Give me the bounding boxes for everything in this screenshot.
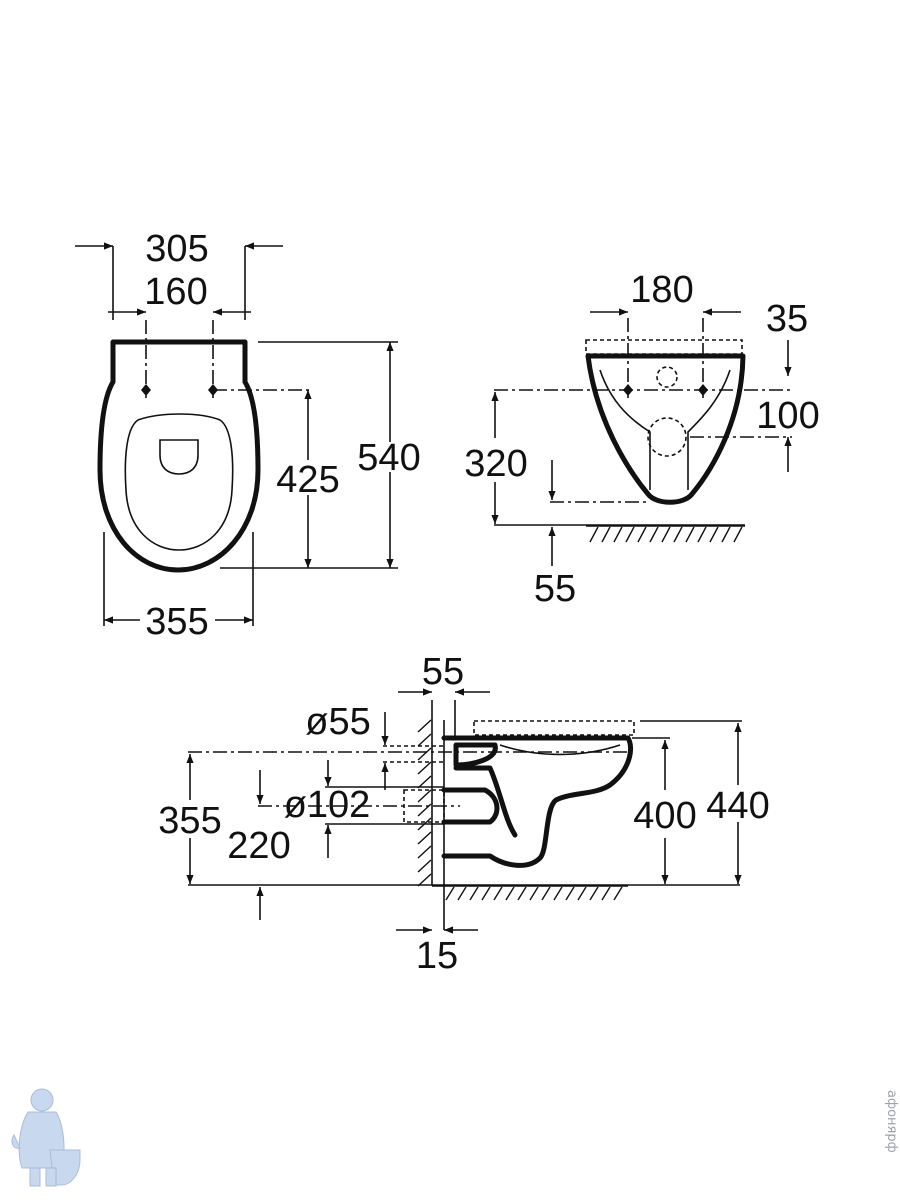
dim-side-o102: ø102 [284,784,371,826]
dim-side-355: 355 [158,800,221,842]
dim-rear-100: 100 [756,395,819,437]
dim-top-540: 540 [357,437,420,479]
rear-view: 180 35 100 320 55 [464,269,819,610]
dim-top-425: 425 [276,459,339,501]
dim-rear-180: 180 [630,269,693,311]
top-view: 305 160 540 425 355 [75,228,421,643]
rear-view-floor-hatch [586,525,745,543]
dim-top-355: 355 [145,601,208,643]
dim-side-440: 440 [706,785,769,827]
top-view-fixing-left-icon [141,320,151,398]
top-view-outline [97,339,261,573]
dim-side-220: 220 [227,825,290,867]
dim-top-160: 160 [144,271,207,313]
dim-rear-35: 35 [766,298,808,340]
side-view-floor-hatch [432,885,628,901]
plumber-mascot-icon [11,1088,81,1187]
dim-top-305: 305 [145,228,208,270]
top-view-bowl [124,413,234,551]
dim-side-400: 400 [633,795,696,837]
side-view-outline [441,735,634,868]
side-view: 55 ø55 ø102 355 220 400 440 15 [158,651,769,977]
top-view-drain [159,439,199,475]
rear-view-outlet-icon [647,417,687,457]
dim-side-15: 15 [416,935,458,977]
side-view-wall-hatch [417,719,432,887]
dim-rear-55: 55 [534,568,576,610]
dim-side-o55: ø55 [305,701,370,743]
dim-side-55: 55 [422,651,464,693]
dim-rear-320: 320 [464,443,527,485]
watermark-site-text: афонярф [884,1090,899,1153]
rear-view-outline [585,353,746,505]
top-view-fixing-right-icon [208,320,218,398]
